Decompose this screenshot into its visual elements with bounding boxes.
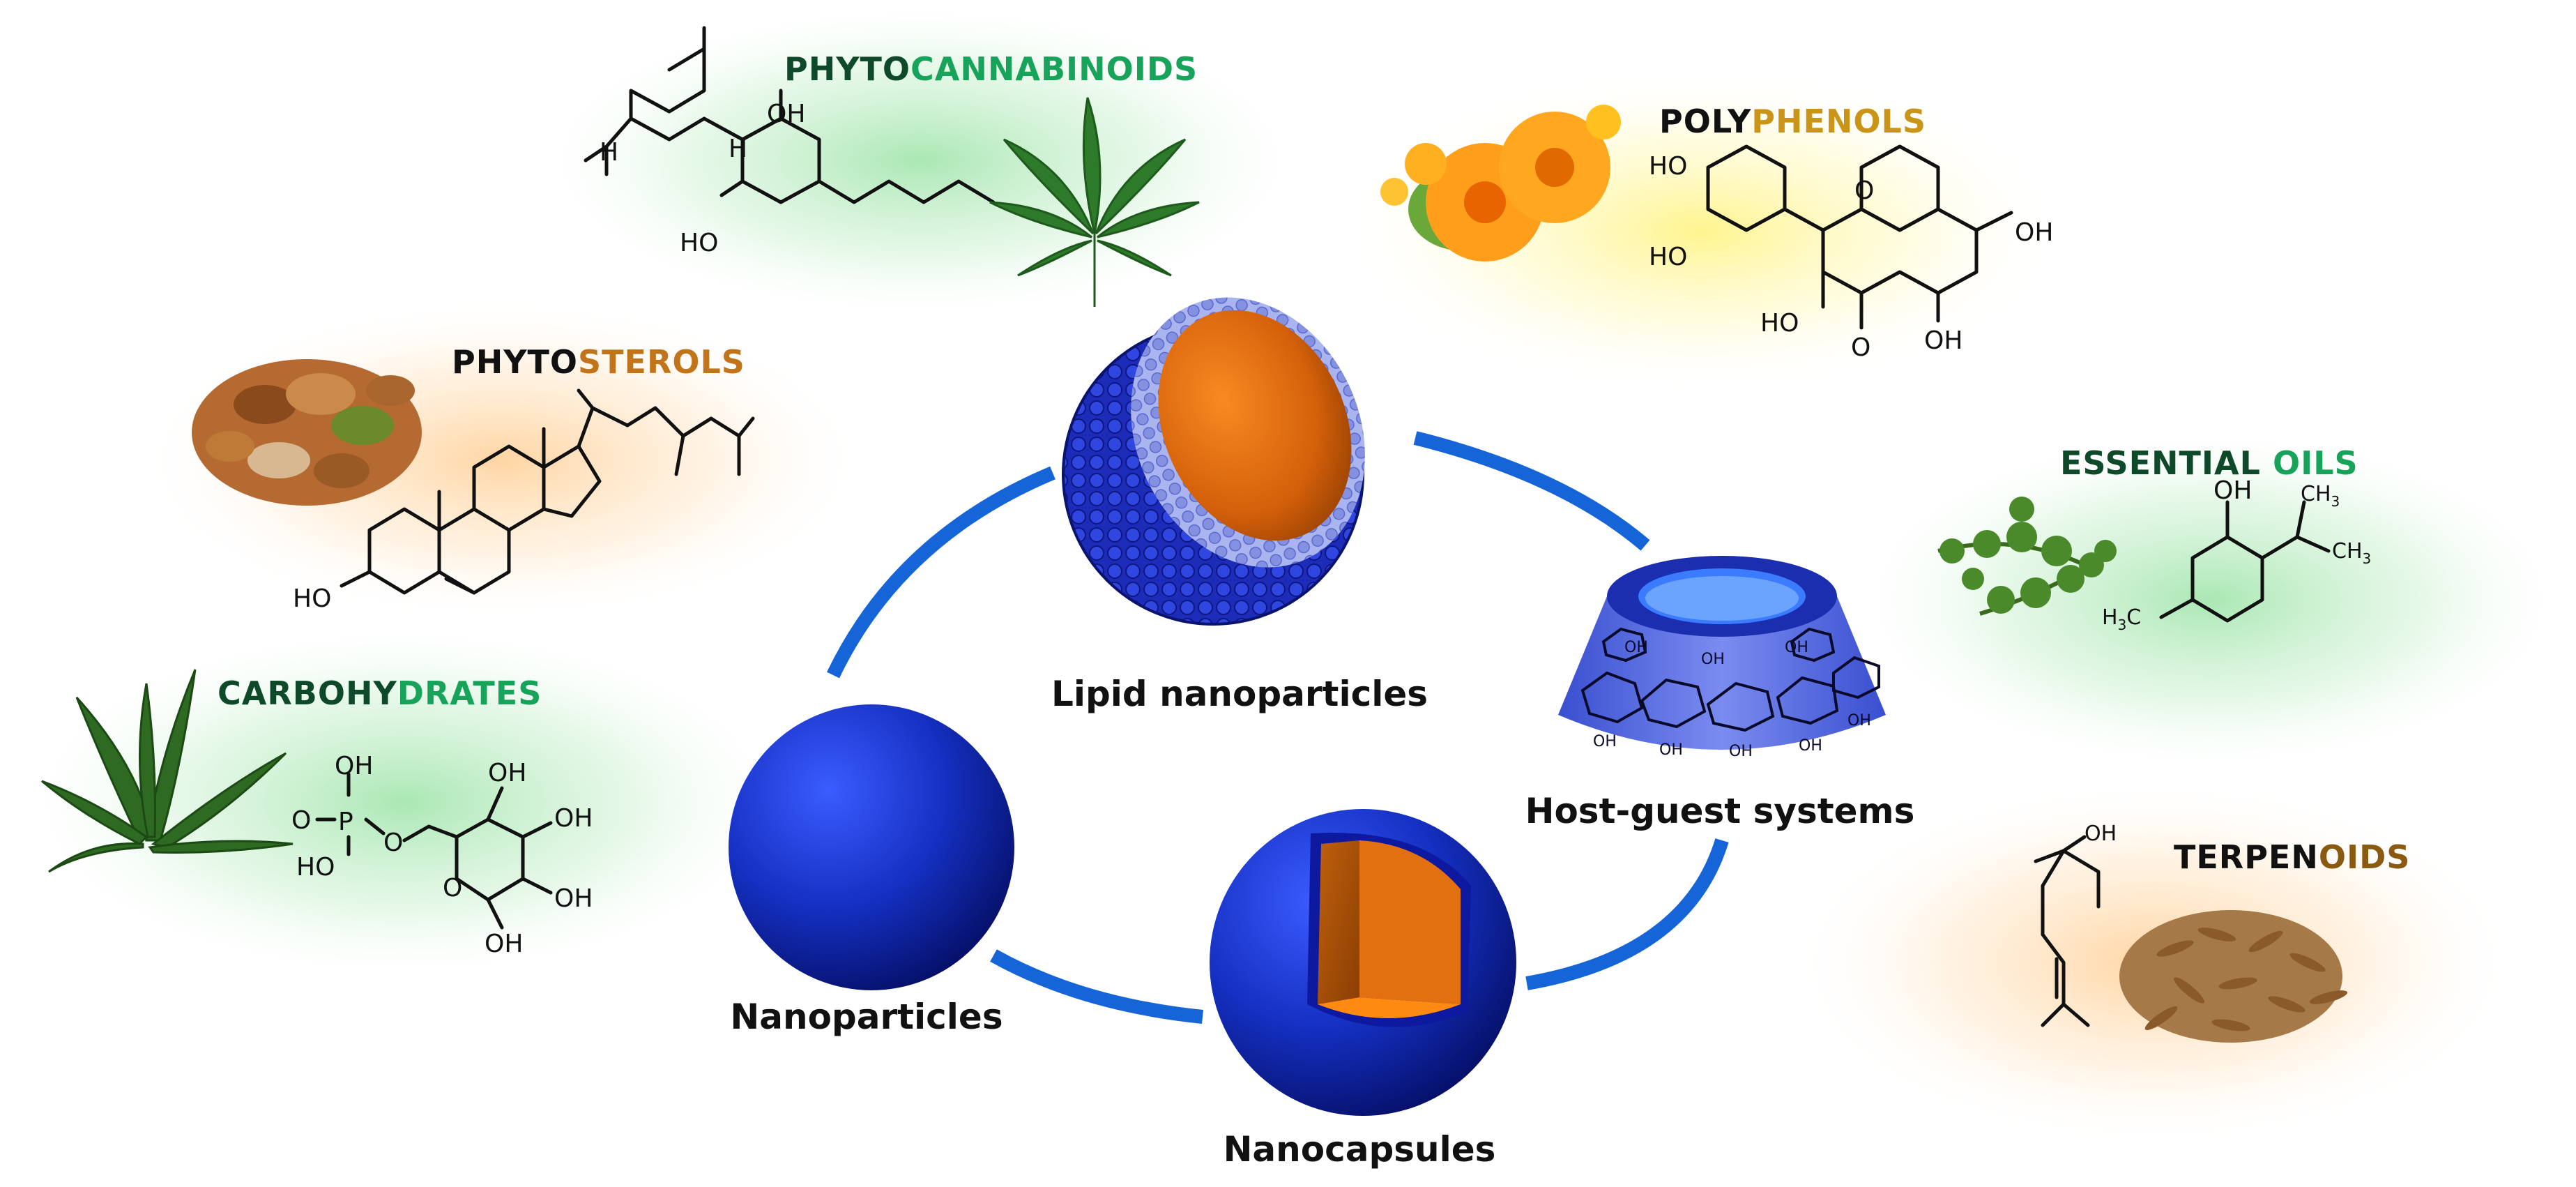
group-carbohydrates: CARBOHYDRATES OH O P HO O OH	[41, 669, 593, 958]
cannabis-leaf-image	[989, 97, 1200, 307]
title-phytocannabinoids: PHYTOCANNABINOIDS	[784, 50, 1198, 88]
thymol-ch3-2: CH3	[2332, 539, 2371, 567]
arc-nanocapsules-to-nanoparticles	[990, 949, 1204, 1024]
cyclodextrin-cone: OH OH OH OH OH OH OH OH	[1558, 556, 1886, 760]
label-nanoparticles: Nanoparticles	[730, 997, 1003, 1037]
solid-nanoparticle	[729, 704, 1014, 990]
quercetin-ho-1: HO	[1649, 152, 1687, 181]
thymol-ch3-1: CH3	[2301, 482, 2340, 510]
sugar-oh-right2: OH	[554, 884, 593, 913]
group-phytosterols: PHYTOSTEROLS HO	[192, 343, 755, 613]
arc-lipid-to-hostguest	[1413, 431, 1650, 551]
phosphate-p: P	[338, 808, 353, 836]
sugar-phosphate-structure	[315, 772, 553, 930]
svg-text:OH: OH	[1624, 639, 1648, 656]
title-essential-oils: ESSENTIAL OILS	[2060, 444, 2358, 482]
label-nanocapsules: Nanocapsules	[1224, 1129, 1496, 1170]
aloe-plant-image	[41, 669, 294, 873]
glow-carbohydrates	[14, 621, 795, 983]
quercetin-ho-3: HO	[1760, 309, 1799, 338]
svg-text:OH: OH	[1799, 737, 1822, 755]
thymol-h3c: H3C	[2102, 605, 2141, 633]
arc-nanoparticles-to-lipid	[826, 466, 1055, 679]
arc-hostguest-to-nanocapsules	[1525, 838, 1729, 990]
quercetin-oh-4: OH	[1924, 326, 1963, 355]
cbd-oh-top: OH	[767, 100, 805, 128]
title-carbohydrates: CARBOHYDRATES	[218, 674, 542, 712]
linalool-oh: OH	[2085, 822, 2117, 846]
sugar-oh-bottom: OH	[485, 930, 523, 958]
sterol-structure	[340, 388, 755, 595]
label-lipid-nanoparticles: Lipid nanoparticles	[1051, 674, 1428, 714]
quercetin-structure	[1706, 144, 2013, 330]
title-phytosterols: PHYTOSTEROLS	[452, 343, 745, 381]
title-terpenoids: TERPENOIDS	[2174, 838, 2410, 876]
group-phytocannabinoids: PHYTOCANNABINOIDS OH HO H H	[584, 26, 1200, 307]
title-polyphenols: POLYPHENOLS	[1659, 103, 1926, 140]
cbd-h-left: H	[600, 138, 618, 167]
cbd-structure	[584, 26, 996, 204]
label-host-guest-systems: Host-guest systems	[1525, 791, 1915, 831]
lipid-nanoparticle	[1062, 297, 1365, 626]
caraway-seeds-image	[2119, 910, 2348, 1043]
phosphate-ester-o: O	[383, 829, 403, 857]
quercetin-ho-2: HO	[1649, 243, 1687, 271]
phosphate-oh-top: OH	[335, 752, 373, 780]
sugar-oh-top: OH	[488, 759, 526, 787]
thymol-structure	[2159, 500, 2331, 623]
group-polyphenols: POLYPHENOLS HO HO HO O O OH OH	[1380, 103, 2053, 362]
svg-text:OH: OH	[1593, 733, 1617, 750]
group-essential-oils: ESSENTIAL OILS OH CH3 CH3 H3C	[1937, 444, 2371, 633]
svg-text:OH: OH	[1701, 651, 1725, 668]
phosphate-o: O	[291, 806, 311, 835]
svg-text:OH: OH	[1729, 743, 1753, 760]
quercetin-o-ring: O	[1854, 176, 1874, 205]
phosphate-ho: HO	[296, 853, 335, 882]
calendula-flowers-image	[1380, 105, 1621, 262]
svg-text:OH: OH	[1847, 712, 1871, 729]
cbd-h-right: H	[729, 135, 747, 163]
quercetin-o-keto: O	[1851, 333, 1870, 362]
sugar-oh-right1: OH	[554, 804, 593, 833]
group-terpenoids: TERPENOIDS OH	[2034, 822, 2410, 1043]
cycle-arrows	[826, 431, 1729, 1024]
nanocapsule	[1210, 809, 1516, 1116]
linalool-structure	[2034, 835, 2101, 1027]
thymol-oh: OH	[2213, 476, 2252, 505]
sugar-ring-o: O	[443, 874, 462, 902]
svg-text:OH: OH	[1785, 639, 1808, 656]
nuts-image	[192, 359, 422, 506]
glow-phytocannabinoids	[530, 0, 1311, 321]
sterol-ho: HO	[293, 584, 331, 613]
cbd-ho-bottom: HO	[680, 229, 718, 257]
quercetin-oh-5: OH	[2015, 218, 2053, 247]
svg-text:OH: OH	[1659, 741, 1683, 759]
thyme-image	[1937, 497, 2117, 616]
